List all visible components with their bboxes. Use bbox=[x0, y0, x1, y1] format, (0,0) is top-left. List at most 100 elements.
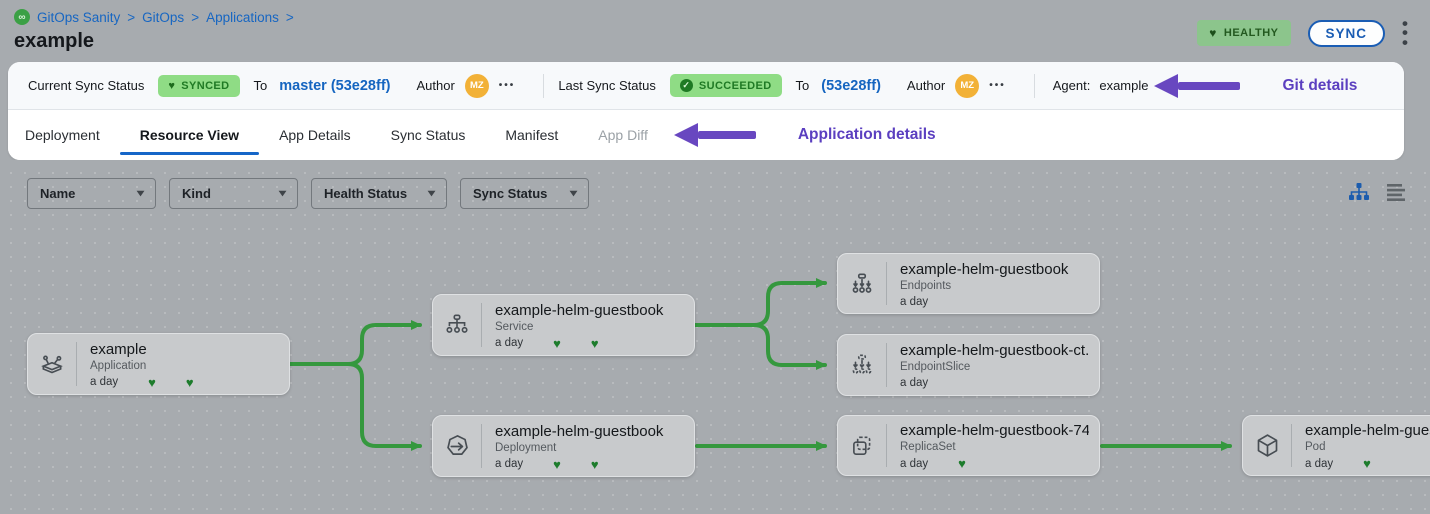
kind-filter-dropdown[interactable]: Kind ▾ bbox=[169, 178, 298, 209]
replicaset-icon bbox=[838, 433, 886, 459]
application-details-annotation: Application details bbox=[797, 126, 936, 143]
sync-status-filter-dropdown[interactable]: Sync Status ▾ bbox=[460, 178, 589, 209]
view-toggle bbox=[1348, 182, 1406, 202]
breadcrumb: ∞ GitOps Sanity > GitOps > Applications … bbox=[14, 9, 294, 25]
breadcrumb-link-gitops[interactable]: GitOps bbox=[142, 9, 185, 25]
application-icon bbox=[28, 351, 76, 377]
more-options-icon[interactable]: ••• bbox=[498, 80, 516, 91]
to-label: To bbox=[795, 78, 810, 93]
heart-icon: ♥ bbox=[1209, 26, 1217, 41]
node-divider bbox=[886, 262, 887, 305]
succeeded-badge-label: SUCCEEDED bbox=[698, 79, 772, 92]
chevron-down-icon: ▾ bbox=[569, 188, 578, 199]
resource-age: a day bbox=[900, 457, 929, 470]
health-heart-icon: ♥ bbox=[958, 456, 966, 471]
agent-label: Agent: bbox=[1052, 78, 1091, 93]
node-divider bbox=[76, 342, 77, 386]
resource-node-endpoints[interactable]: example-helm-guestbook Endpoints a day bbox=[837, 253, 1100, 314]
resource-age: a day bbox=[1305, 457, 1334, 470]
breadcrumb-separator: > bbox=[127, 9, 136, 25]
health-status-filter-dropdown[interactable]: Health Status ▾ bbox=[311, 178, 447, 209]
tab-sync-status[interactable]: Sync Status bbox=[390, 127, 466, 143]
current-revision-link[interactable]: master (53e28ff) bbox=[279, 77, 391, 94]
resource-node-deployment[interactable]: example-helm-guestbook Deployment a day♥… bbox=[432, 415, 695, 477]
resource-name: example-helm-guestbook bbox=[495, 301, 664, 319]
resource-kind: Endpoints bbox=[900, 279, 952, 292]
author-avatar[interactable]: MZ bbox=[955, 73, 980, 98]
last-sync-status-label: Last Sync Status bbox=[558, 78, 656, 93]
kebab-menu-icon[interactable]: ••• bbox=[1402, 14, 1408, 52]
node-divider bbox=[886, 343, 887, 387]
health-heart-icon: ♥ bbox=[185, 374, 194, 390]
heart-icon: ♥ bbox=[168, 79, 176, 92]
check-circle-icon: ✓ bbox=[679, 79, 693, 92]
tab-app-diff[interactable]: App Diff bbox=[598, 127, 648, 143]
synced-badge: ♥ SYNCED bbox=[158, 74, 240, 97]
resource-kind: Pod bbox=[1305, 441, 1326, 453]
current-sync-status-label: Current Sync Status bbox=[28, 78, 145, 93]
resource-kind: Service bbox=[495, 320, 534, 333]
agent-value: example bbox=[1099, 78, 1149, 93]
chevron-down-icon: ▾ bbox=[427, 188, 436, 199]
health-heart-icon: ♥ bbox=[1363, 456, 1371, 471]
resource-node-endpointslice[interactable]: example-helm-guestbook-ct... EndpointSli… bbox=[837, 334, 1100, 396]
tab-resource-view[interactable]: Resource View bbox=[119, 110, 260, 160]
resource-name: example-helm-guestbook bbox=[900, 260, 1069, 278]
resource-name: example-helm-guestbook-74... bbox=[900, 422, 1089, 439]
deployment-icon bbox=[433, 433, 481, 460]
health-heart-icon: ♥ bbox=[590, 335, 599, 351]
name-filter-dropdown[interactable]: Name ▾ bbox=[27, 178, 156, 209]
divider bbox=[1033, 73, 1035, 98]
resource-name: example bbox=[90, 340, 147, 358]
health-heart-icon: ♥ bbox=[553, 456, 561, 472]
health-heart-icon: ♥ bbox=[148, 374, 156, 390]
succeeded-badge: ✓ SUCCEEDED bbox=[669, 74, 782, 97]
kind-filter-label: Kind bbox=[182, 186, 211, 201]
sync-status-bar: Current Sync Status ♥ SYNCED To master (… bbox=[8, 62, 1404, 110]
resource-tree-canvas: Name ▾ Kind ▾ Health Status ▾ Sync Statu… bbox=[0, 160, 1430, 514]
resource-age: a day bbox=[900, 295, 929, 308]
health-heart-icon: ♥ bbox=[590, 456, 599, 472]
resource-name: example-helm-guest bbox=[1305, 422, 1430, 439]
breadcrumb-link-applications[interactable]: Applications bbox=[206, 9, 279, 25]
last-revision-link[interactable]: (53e28ff) bbox=[821, 77, 881, 94]
health-status-badge: ♥ HEALTHY bbox=[1197, 20, 1291, 47]
sync-button[interactable]: SYNC bbox=[1307, 19, 1386, 47]
breadcrumb-separator: > bbox=[191, 9, 200, 25]
resource-name: example-helm-guestbook-ct... bbox=[900, 342, 1089, 359]
annotation-arrow-left-icon bbox=[697, 131, 756, 139]
tab-manifest[interactable]: Manifest bbox=[505, 127, 559, 143]
resource-kind: ReplicaSet bbox=[900, 441, 956, 453]
annotation-arrow-left-icon bbox=[1178, 81, 1241, 90]
resource-node-pod[interactable]: example-helm-guest Pod a day ♥ bbox=[1242, 415, 1430, 476]
top-header: ∞ GitOps Sanity > GitOps > Applications … bbox=[0, 0, 1430, 62]
tree-view-icon[interactable] bbox=[1348, 182, 1370, 202]
tab-deployment[interactable]: Deployment bbox=[25, 127, 100, 143]
endpoints-icon bbox=[838, 271, 886, 297]
resource-kind: Application bbox=[90, 359, 147, 372]
filter-bar: Name ▾ Kind ▾ Health Status ▾ Sync Statu… bbox=[27, 178, 589, 209]
resource-node-application[interactable]: example Application a day♥♥ bbox=[27, 333, 290, 395]
node-divider bbox=[1291, 424, 1292, 467]
resource-age: a day bbox=[495, 458, 524, 470]
resource-node-service[interactable]: example-helm-guestbook Service a day♥♥ bbox=[432, 294, 695, 356]
divider bbox=[543, 73, 545, 98]
header-actions: ♥ HEALTHY SYNC ••• bbox=[1197, 14, 1408, 52]
tab-app-details[interactable]: App Details bbox=[279, 127, 351, 143]
service-icon bbox=[433, 312, 481, 338]
pod-icon bbox=[1243, 432, 1291, 459]
application-details-card: Current Sync Status ♥ SYNCED To master (… bbox=[8, 62, 1404, 160]
breadcrumb-separator: > bbox=[285, 9, 294, 25]
resource-age: a day bbox=[900, 377, 929, 389]
resource-kind: Deployment bbox=[495, 441, 557, 454]
page-title: example bbox=[14, 30, 95, 52]
breadcrumb-link-gitops-sanity[interactable]: GitOps Sanity bbox=[37, 9, 121, 25]
chevron-down-icon: ▾ bbox=[136, 188, 145, 199]
node-divider bbox=[481, 303, 482, 347]
more-options-icon[interactable]: ••• bbox=[989, 80, 1006, 91]
author-avatar[interactable]: MZ bbox=[464, 73, 489, 98]
list-view-icon[interactable] bbox=[1386, 183, 1406, 201]
synced-badge-label: SYNCED bbox=[181, 79, 230, 92]
resource-node-replicaset[interactable]: example-helm-guestbook-74... ReplicaSet … bbox=[837, 415, 1100, 476]
node-divider bbox=[481, 424, 482, 468]
